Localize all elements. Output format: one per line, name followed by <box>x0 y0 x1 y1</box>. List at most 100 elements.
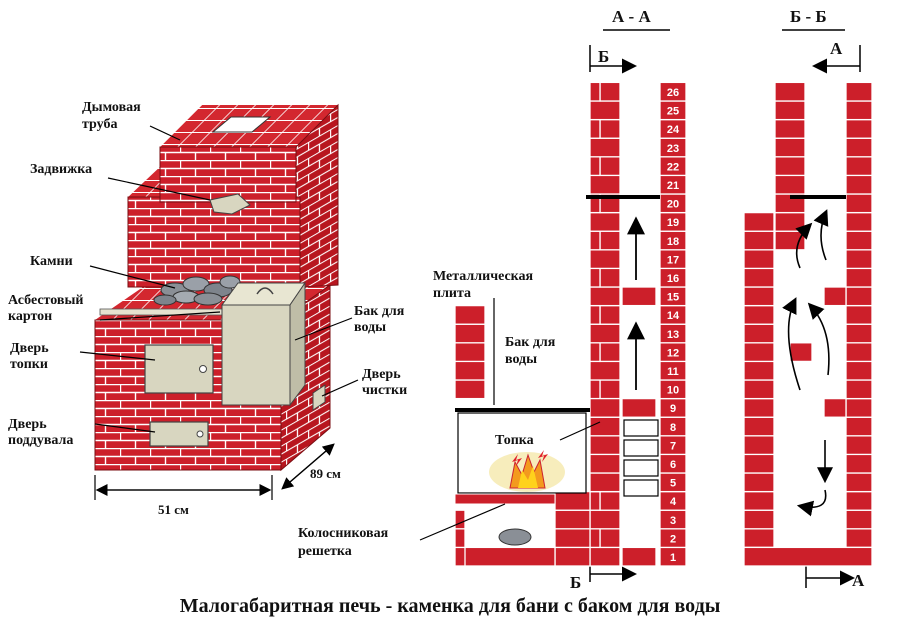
brick-aa-left <box>589 360 621 381</box>
brick-aa-low <box>554 546 591 567</box>
brick-bb-left <box>743 528 775 549</box>
brick-bb-left <box>743 453 775 474</box>
label-ash-door-l2: поддувала <box>8 433 73 448</box>
section-aa-title: А - А <box>612 7 651 26</box>
label-ash-door: Дверь поддувала <box>8 417 73 448</box>
brick-bb-right <box>845 193 873 214</box>
brick-bb-right <box>845 304 873 325</box>
brick-aa-left <box>599 156 621 177</box>
brick-aa-left <box>589 249 621 270</box>
section-aa-bricks <box>454 81 657 567</box>
brick-aa-left <box>589 211 621 232</box>
fire <box>489 450 565 492</box>
row-number: 13 <box>667 329 679 341</box>
brick-bb-left <box>743 472 775 493</box>
brick-aa-left <box>599 118 621 139</box>
brick-bb-right <box>845 230 873 251</box>
brick-bb-left <box>743 267 775 288</box>
label-firebox-door-l1: Дверь <box>10 341 49 356</box>
brick-aa-floor <box>621 546 657 567</box>
row-number: 24 <box>667 124 680 136</box>
brick-bb-right <box>845 323 873 344</box>
brick-bb-right <box>845 360 873 381</box>
brick-bb-left <box>743 230 775 251</box>
brick-aa-doorwall <box>589 472 621 493</box>
flow-arrows-bb <box>782 209 833 517</box>
brick-bb-left <box>743 416 775 437</box>
label-grate: Колосниковая решетка <box>298 526 392 559</box>
chimney-opening <box>211 116 272 133</box>
brick-aa-doorwall <box>589 453 621 474</box>
section-bb-marker-top: А <box>830 39 843 58</box>
brick-aa-doorwall <box>589 416 621 437</box>
chimney-front <box>159 146 297 203</box>
label-firebox-door-l2: топки <box>10 357 48 372</box>
brick-aa-left <box>589 81 601 102</box>
label-stones: Камни <box>30 254 73 269</box>
dimension-lines <box>94 443 335 500</box>
brick-aa-lowleft <box>454 509 466 530</box>
label-water-tank-aa: Бак для воды <box>505 335 559 367</box>
brick-aa-left <box>599 490 621 511</box>
brick-bb-right <box>845 397 873 418</box>
brick-bb-right <box>845 156 873 177</box>
brick-bb-left <box>743 360 775 381</box>
row-number: 16 <box>667 273 679 285</box>
brick-bb-right <box>845 174 873 195</box>
brick-bb-top-left <box>774 211 806 232</box>
brick-aa-left <box>589 174 621 195</box>
row-number: 3 <box>670 515 676 527</box>
brick-bb-right <box>845 472 873 493</box>
label-grate-l1: Колосниковая <box>298 526 389 541</box>
ash-door-handle <box>196 430 204 438</box>
brick-bb-top-left <box>774 156 806 177</box>
brick-aa-tankwall <box>454 379 486 400</box>
grate <box>454 493 556 505</box>
brick-bb-top-left <box>774 81 806 102</box>
section-bb-title: Б - Б <box>790 7 827 26</box>
label-asbestos: Асбестовый картон <box>8 293 87 324</box>
label-chimney-l2: труба <box>82 117 117 132</box>
brick-aa-left <box>589 156 601 177</box>
label-firebox-door: Дверь топки <box>10 341 52 372</box>
brick-bb-right <box>845 453 873 474</box>
row-number: 9 <box>670 403 676 415</box>
row-number: 4 <box>670 496 677 508</box>
row-number: 6 <box>670 459 676 471</box>
brick-aa-left <box>589 100 621 121</box>
brick-aa-left <box>589 323 621 344</box>
label-asbestos-l1: Асбестовый <box>8 293 83 308</box>
brick-aa-left <box>599 379 621 400</box>
row-number: 15 <box>667 292 679 304</box>
brick-bb-right <box>845 379 873 400</box>
tank-side <box>289 281 306 407</box>
brick-bb-right <box>845 249 873 270</box>
row-number: 21 <box>667 180 679 192</box>
brick-bb-left <box>743 211 775 232</box>
row-number: 7 <box>670 440 676 452</box>
row-number: 12 <box>667 347 679 359</box>
label-asbestos-l2: картон <box>8 309 52 324</box>
row-number: 2 <box>670 533 676 545</box>
brick-bb-top-left <box>774 100 806 121</box>
tank-handle <box>256 287 274 295</box>
label-grate-l2: решетка <box>298 544 352 559</box>
row-number: 1 <box>670 552 676 564</box>
brick-bb-right <box>845 81 873 102</box>
brick-bb-top-left <box>774 174 806 195</box>
brick-bb-right <box>845 435 873 456</box>
brick-bb-left <box>743 490 775 511</box>
brick-aa-low <box>554 528 591 549</box>
label-water-tank-left-l1: Бак для <box>354 304 405 319</box>
brick-aa-left <box>589 286 621 307</box>
brick-bb-left <box>743 397 775 418</box>
brick-aa-tankwall <box>454 360 486 381</box>
brick-aa-left <box>589 118 601 139</box>
callout-lines-aa <box>419 298 601 541</box>
row-number: 8 <box>670 422 676 434</box>
brick-aa-doorwall <box>589 435 621 456</box>
firebox-door-opening <box>623 419 659 497</box>
label-firebox: Топка <box>495 433 534 448</box>
row-number: 26 <box>667 87 679 99</box>
brick-bb-right <box>845 509 873 530</box>
